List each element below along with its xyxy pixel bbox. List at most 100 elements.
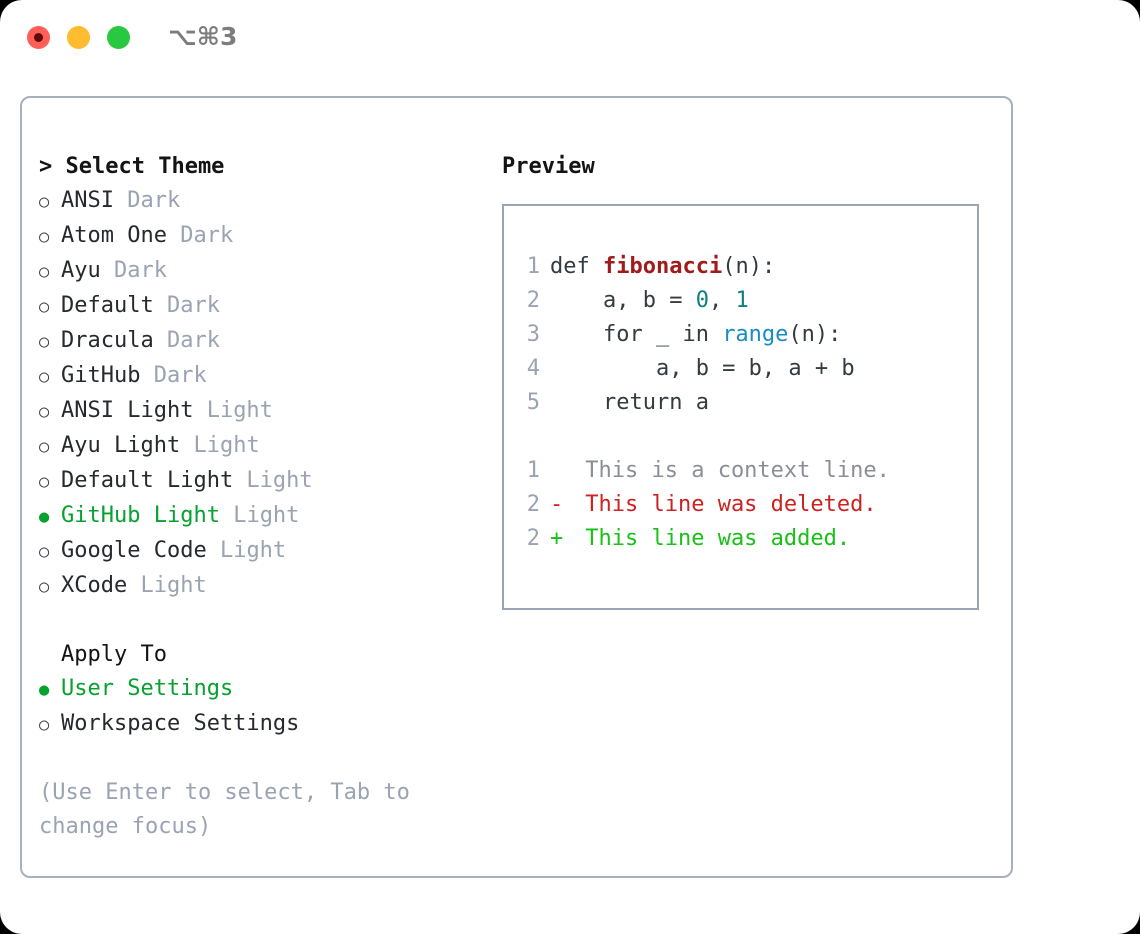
- radio-unselected-icon[interactable]: ○: [39, 332, 50, 352]
- theme-variant-badge: Light: [127, 573, 207, 598]
- line-number: 4: [526, 356, 540, 381]
- radio-selected-icon[interactable]: ●: [39, 507, 50, 527]
- code-line: 5 return a: [514, 386, 977, 420]
- radio-unselected-icon[interactable]: ○: [39, 472, 50, 492]
- theme-list-item[interactable]: ○ Default Dark: [39, 289, 479, 324]
- keyboard-shortcut-label: ⌥⌘3: [168, 22, 238, 51]
- theme-variant-badge: Dark: [166, 223, 234, 248]
- code-token: return a: [550, 390, 709, 415]
- code-token: a, b =: [550, 288, 696, 313]
- theme-variant-badge: Dark: [140, 363, 207, 388]
- radio-unselected-icon[interactable]: ○: [39, 297, 50, 317]
- theme-variant-badge: Dark: [153, 293, 220, 318]
- theme-variant-badge: Light: [219, 503, 300, 528]
- radio-unselected-icon[interactable]: ○: [39, 402, 50, 422]
- theme-list-item[interactable]: ○ Ayu Dark: [39, 254, 479, 289]
- theme-list-item[interactable]: ○ GitHub Dark: [39, 359, 479, 394]
- diff-marker: -: [550, 492, 564, 517]
- code-token: a, b = b, a + b: [550, 356, 855, 381]
- line-number: 5: [526, 390, 540, 415]
- theme-name: Dracula: [61, 328, 154, 353]
- code-line: 4 a, b = b, a + b: [514, 352, 977, 386]
- theme-list-item[interactable]: ● GitHub Light Light: [39, 499, 479, 534]
- theme-name: GitHub: [61, 363, 141, 388]
- theme-list-item[interactable]: ○Atom One Dark: [39, 219, 479, 254]
- theme-variant-badge: Dark: [153, 328, 220, 353]
- minimize-button[interactable]: [67, 26, 90, 49]
- diff-spacer: [514, 420, 977, 454]
- diff-line: 2+ This line was added.: [514, 522, 977, 556]
- apply-to-heading: Apply To: [61, 642, 167, 667]
- section-spacer: [39, 604, 479, 638]
- theme-list-item[interactable]: ○ Ayu Light Light: [39, 429, 479, 464]
- apply-to-option[interactable]: ● User Settings: [39, 672, 479, 707]
- theme-variant-badge: Dark: [100, 258, 167, 283]
- radio-unselected-icon[interactable]: ○: [39, 262, 50, 282]
- title-bar: ⌥⌘3: [0, 0, 1140, 78]
- theme-name: ANSI Light: [61, 398, 194, 423]
- theme-list-item[interactable]: ○ Dracula Dark: [39, 324, 479, 359]
- code-token: (n):: [788, 322, 842, 347]
- select-theme-heading: > Select Theme: [39, 154, 225, 179]
- radio-unselected-icon[interactable]: ○: [39, 367, 50, 387]
- code-token: range: [722, 322, 789, 347]
- diff-text: This line was deleted.: [572, 492, 877, 517]
- apply-to-list[interactable]: ● User Settings ○ Workspace Settings: [39, 672, 479, 742]
- theme-variant-badge: Dark: [113, 188, 181, 213]
- radio-unselected-icon[interactable]: ○: [39, 437, 50, 457]
- close-button[interactable]: [27, 26, 50, 49]
- line-number: 3: [526, 322, 540, 347]
- preview-heading: Preview: [502, 154, 595, 179]
- diff-marker: [550, 454, 572, 488]
- apply-to-label: Workspace Settings: [61, 711, 300, 736]
- code-token: def: [550, 254, 603, 279]
- theme-variant-badge: Light: [206, 538, 287, 563]
- line-number: 2: [526, 288, 540, 313]
- theme-list-item[interactable]: ○ Google Code Light: [39, 534, 479, 569]
- radio-unselected-icon[interactable]: ○: [39, 542, 50, 562]
- theme-name: XCode: [61, 573, 128, 598]
- theme-name: Ayu: [61, 258, 101, 283]
- line-number: 1: [526, 458, 540, 483]
- radio-selected-icon[interactable]: ●: [39, 680, 50, 700]
- keyboard-hint-text: (Use Enter to select, Tab to change focu…: [39, 780, 424, 839]
- line-number: 2: [526, 492, 540, 517]
- code-line: 2 a, b = 0, 1: [514, 284, 977, 318]
- diff-text: This line was added.: [572, 526, 851, 551]
- theme-list-item[interactable]: ○ XCode Light: [39, 569, 479, 604]
- code-token: for _ in: [550, 322, 723, 347]
- diff-line: 2- This line was deleted.: [514, 488, 977, 522]
- diff-line: 1 This is a context line.: [514, 454, 977, 488]
- theme-variant-badge: Light: [233, 468, 313, 493]
- apply-to-label: User Settings: [61, 676, 234, 701]
- code-token: 1: [735, 288, 749, 313]
- theme-name: Google Code: [61, 538, 207, 563]
- theme-variant-badge: Light: [193, 398, 273, 423]
- theme-list-item[interactable]: ○ ANSI Light Light: [39, 394, 479, 429]
- code-token: fibonacci: [602, 254, 723, 279]
- theme-name: Ayu Light: [61, 433, 181, 458]
- diff-marker: +: [550, 526, 564, 551]
- radio-unselected-icon[interactable]: ○: [39, 192, 50, 212]
- theme-list[interactable]: ○ANSI Dark○Atom One Dark○Ayu Dark○Defaul…: [39, 184, 479, 604]
- theme-variant-badge: Light: [180, 433, 260, 458]
- theme-name: GitHub Light: [61, 503, 220, 528]
- code-line: 3 for _ in range(n):: [514, 318, 977, 352]
- theme-list-item[interactable]: ○Default Light Light: [39, 464, 479, 499]
- diff-line-list: 1 This is a context line.2- This line wa…: [514, 454, 977, 556]
- theme-list-item[interactable]: ○ ANSI Dark: [39, 184, 479, 219]
- zoom-button[interactable]: [107, 26, 130, 49]
- radio-unselected-icon[interactable]: ○: [39, 715, 50, 735]
- main-panel: > Select Theme ○ANSI Dark○Atom One Dark○…: [20, 96, 1013, 878]
- radio-unselected-icon[interactable]: ○: [39, 577, 50, 597]
- radio-unselected-icon[interactable]: ○: [39, 227, 50, 247]
- theme-name: ANSI: [61, 188, 114, 213]
- theme-name: Default: [61, 293, 154, 318]
- apply-to-option[interactable]: ○ Workspace Settings: [39, 707, 479, 742]
